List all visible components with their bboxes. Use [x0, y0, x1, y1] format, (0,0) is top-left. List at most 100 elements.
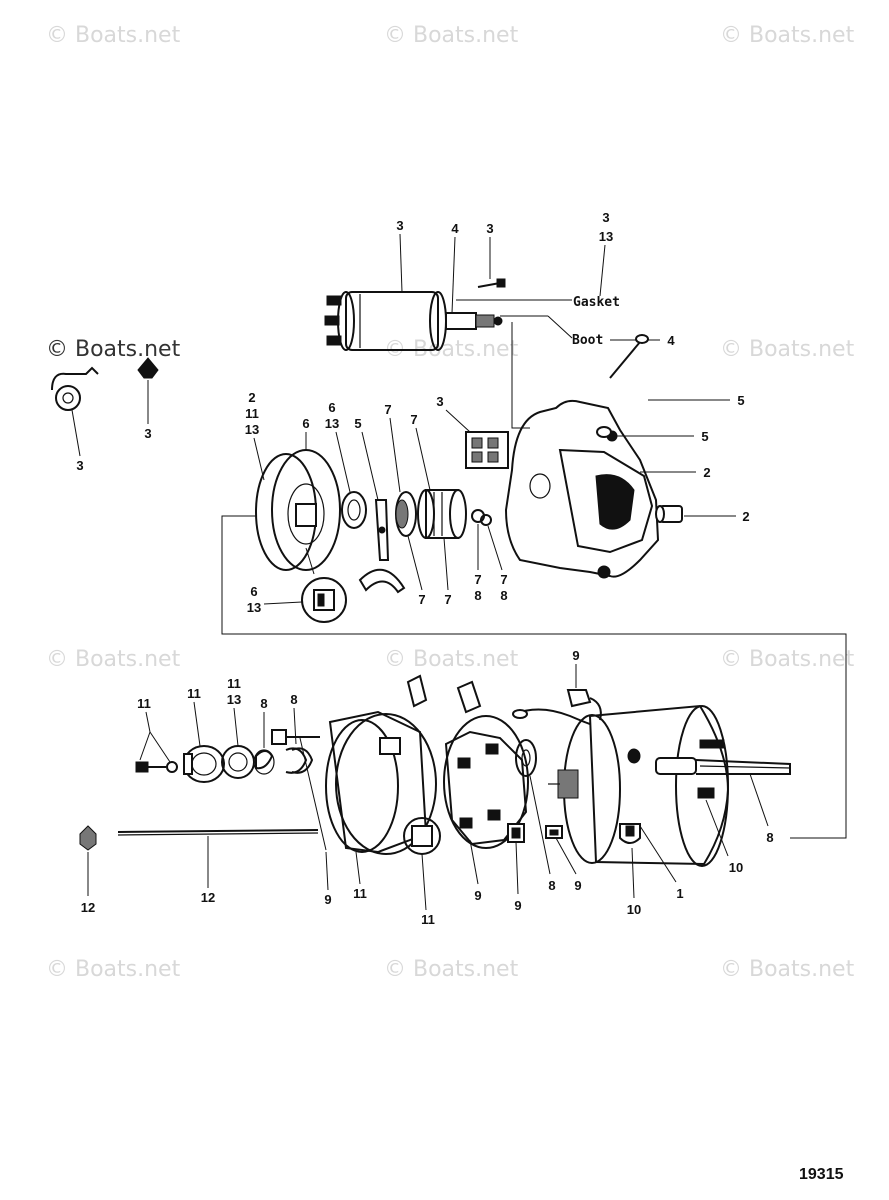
callout-solenoid: 3	[396, 218, 403, 233]
callout-gear-housing-b: 11	[245, 406, 259, 421]
callout-gear: 6	[302, 416, 309, 431]
callout-bracket: 3	[76, 458, 83, 473]
callout-gasket-b: 13	[599, 229, 613, 244]
callout-screw-top: 3	[486, 221, 493, 236]
brush	[507, 823, 525, 843]
field-screw	[619, 823, 641, 844]
callout-end-frame-bolt: 9	[324, 892, 331, 907]
brush-lead	[545, 825, 563, 839]
solenoid-screw	[477, 278, 506, 288]
callout-screw-left: 11	[137, 696, 151, 711]
callout-end-frame-bushing: 11	[421, 912, 435, 927]
callout-seal-a: 6	[328, 400, 335, 415]
callout-field-frame: 1	[676, 886, 683, 901]
callout-shim: 8	[548, 878, 555, 893]
callout-washer: 5	[701, 429, 708, 444]
watermark: © Boats.net	[384, 647, 519, 672]
callout-drive-top-1: 7	[384, 402, 391, 417]
callout-clip-b-1: 7	[500, 572, 507, 587]
gasket-label: Gasket	[573, 295, 620, 310]
callout-contact-block: 3	[436, 394, 443, 409]
shift-fork	[358, 499, 406, 594]
callout-bushing-detail-b: 13	[247, 600, 261, 615]
callout-gasket-a: 3	[602, 210, 609, 225]
callout-brush-lead: 9	[574, 878, 581, 893]
callout-brush-top: 9	[572, 648, 579, 663]
callout-armature-screw: 10	[729, 860, 743, 875]
bushing-detail	[301, 577, 347, 623]
watermark: © Boats.net	[720, 23, 855, 48]
end-cap-screw	[135, 761, 178, 773]
end-frame	[325, 710, 437, 855]
spring-a	[253, 749, 275, 775]
callout-drive-bottom-1: 7	[418, 592, 425, 607]
shim-washer	[515, 739, 537, 777]
bracket	[51, 366, 99, 411]
callout-terminal-cap: 3	[144, 426, 151, 441]
callout-drive-bottom-2: 7	[444, 592, 451, 607]
callout-bolt: 5	[737, 393, 744, 408]
callout-seal-b: 13	[325, 416, 339, 431]
callout-housing: 2	[703, 465, 710, 480]
end-frame-bolt	[271, 729, 320, 745]
end-frame-bushing-detail	[403, 817, 441, 855]
callout-spring-b: 8	[290, 692, 297, 707]
contact-block	[465, 431, 509, 469]
callout-end-cap: 11	[187, 686, 201, 701]
drive-clutch	[417, 489, 467, 539]
watermark: © Boats.net	[384, 23, 519, 48]
nut	[79, 825, 97, 851]
watermark: © Boats.net	[720, 337, 855, 362]
reference-number: 19315	[799, 1166, 844, 1183]
callout-gear-housing-c: 13	[245, 422, 259, 437]
gasket-ring	[221, 745, 255, 779]
drive-housing	[504, 399, 660, 579]
callout-drive-top-2: 7	[410, 412, 417, 427]
callout-gasket-ring-a: 11	[227, 676, 241, 691]
callout-bushing-detail-a: 6	[250, 584, 257, 599]
callout-bushing: 2	[742, 509, 749, 524]
watermark: © Boats.net	[46, 647, 181, 672]
boot-label: Boot	[572, 333, 603, 348]
field-frame	[548, 704, 730, 867]
spring-b	[285, 747, 314, 774]
terminal-cap	[137, 357, 159, 379]
callout-gear-housing-a: 2	[248, 390, 255, 405]
callout-brush: 9	[514, 898, 521, 913]
retaining-clips	[471, 509, 492, 526]
armature-shaft	[655, 739, 791, 799]
callout-spring-a: 8	[260, 696, 267, 711]
top-brush-lead	[512, 689, 602, 725]
callout-end-frame: 11	[353, 886, 367, 901]
callout-through-bolt: 12	[201, 890, 215, 905]
through-bolt	[117, 829, 319, 836]
callout-armature: 8	[766, 830, 773, 845]
watermark: © Boats.net	[720, 647, 855, 672]
callout-plunger: 4	[451, 221, 459, 236]
callout-clip-b-2: 8	[500, 588, 507, 603]
callout-field-screw: 10	[627, 902, 641, 917]
housing-bushing	[655, 505, 683, 523]
callout-clip-a-2: 8	[474, 588, 481, 603]
end-cap	[183, 745, 225, 783]
solenoid	[324, 291, 503, 351]
gear-housing	[255, 449, 341, 571]
callout-nut: 12	[81, 900, 95, 915]
housing-washer	[596, 426, 612, 438]
drive-pinion	[395, 491, 417, 537]
callout-clip-a-1: 7	[474, 572, 481, 587]
watermark: © Boats.net	[384, 957, 519, 982]
brush-plate	[406, 674, 529, 849]
watermark: © Boats.net	[46, 23, 181, 48]
callout-boot: 4	[667, 333, 675, 348]
callout-gasket-ring-b: 13	[227, 692, 241, 707]
housing-bolt	[609, 334, 649, 379]
watermark: © Boats.net	[46, 957, 181, 982]
callout-fork: 5	[354, 416, 361, 431]
callout-brush-plate: 9	[474, 888, 481, 903]
watermark-dark: © Boats.net	[46, 337, 181, 362]
seal-ring	[341, 491, 367, 529]
watermark: © Boats.net	[720, 957, 855, 982]
field-screw-top	[627, 748, 641, 764]
